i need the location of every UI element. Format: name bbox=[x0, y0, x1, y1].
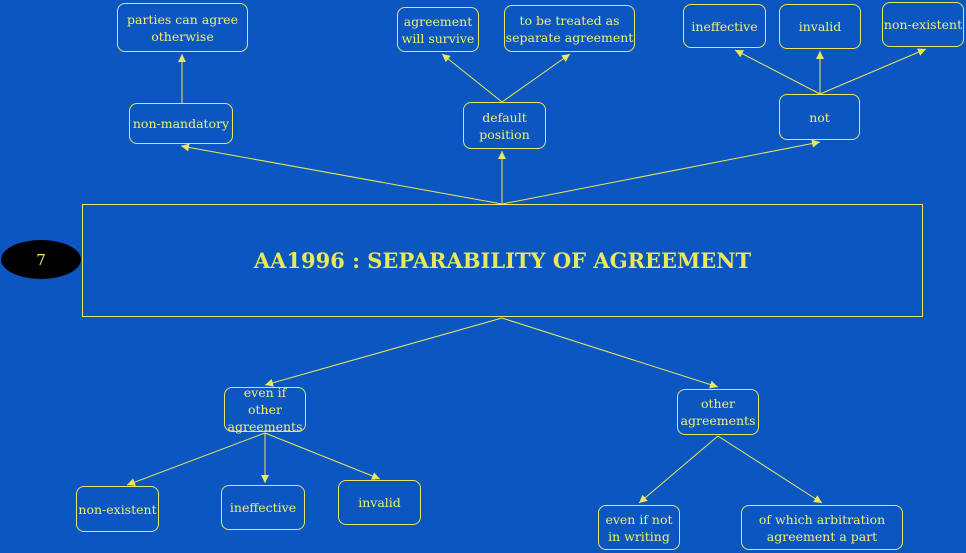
node-default-position: default position bbox=[463, 102, 546, 149]
connector-from-main-to-other-agreements bbox=[501, 317, 719, 389]
connector-from-main-to-even-if-other bbox=[264, 317, 503, 387]
main-title: AA1996 : SEPARABILITY OF AGREEMENT bbox=[253, 248, 752, 273]
slide-number-badge: 7 bbox=[1, 240, 81, 279]
connector-from-not-to-ineffective bbox=[734, 49, 821, 95]
connector-from-other-to-not-in-writing bbox=[638, 435, 719, 504]
connector-from-main-to-not bbox=[501, 139, 821, 205]
node-even-if-not-in-writing: even if not in writing bbox=[598, 505, 680, 550]
connector-from-default-to-separate bbox=[501, 53, 571, 103]
node-non-mandatory: non-mandatory bbox=[129, 103, 233, 144]
node-even-if-other-agreements: even if other agreements bbox=[224, 385, 306, 434]
node-invalid-bottom: invalid bbox=[338, 480, 421, 525]
node-agreement-will-survive: agreement will survive bbox=[397, 7, 479, 52]
connector-from-not-to-non-existent bbox=[819, 48, 927, 95]
connector-from-other-to-arbitration-part bbox=[717, 435, 823, 504]
node-not: not bbox=[779, 94, 860, 140]
node-non-existent-bottom: non-existent bbox=[76, 486, 159, 532]
main-topic-box: AA1996 : SEPARABILITY OF AGREEMENT bbox=[82, 204, 923, 317]
connector-from-even-if-other-to-invalid bbox=[264, 432, 381, 480]
node-other-agreements: other agreements bbox=[677, 389, 759, 435]
node-invalid-top: invalid bbox=[779, 4, 861, 49]
connector-from-main-to-non-mandatory bbox=[180, 143, 503, 205]
node-separate-agreement: to be treated as separate agreement bbox=[504, 5, 635, 52]
node-ineffective-top: ineffective bbox=[683, 4, 766, 48]
node-parties-can-agree: parties can agree otherwise bbox=[117, 3, 248, 52]
connector-from-even-if-other-to-non-existent bbox=[126, 432, 266, 486]
node-non-existent-top: non-existent bbox=[882, 2, 964, 47]
connector-from-default-to-survive bbox=[441, 53, 503, 103]
node-ineffective-bottom: ineffective bbox=[221, 485, 305, 530]
node-arbitration-agreement-part: of which arbitration agreement a part bbox=[741, 505, 903, 550]
